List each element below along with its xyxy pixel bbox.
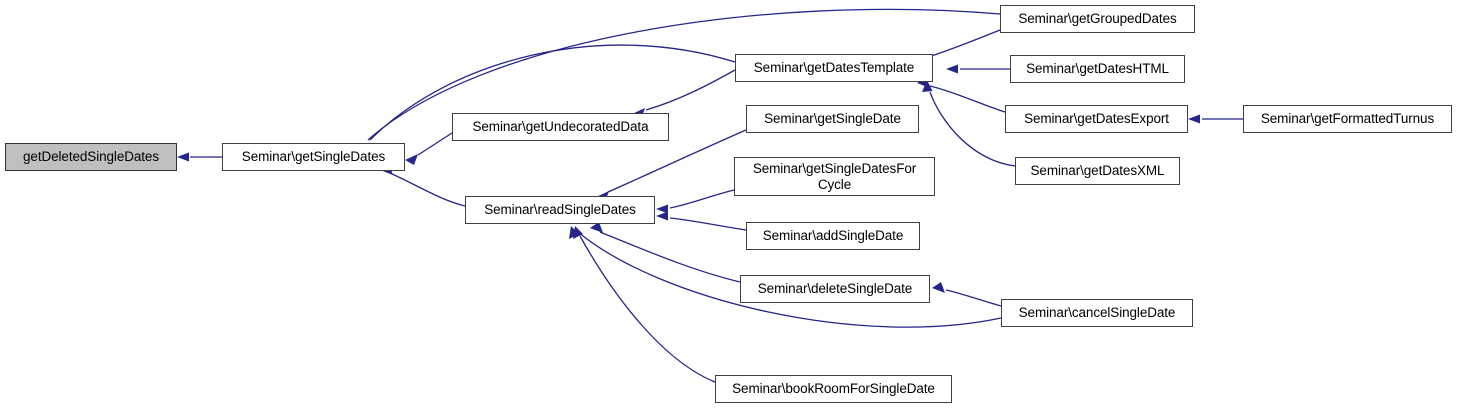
graph-node-n7[interactable]: Seminar\addSingleDate: [746, 222, 920, 250]
graph-edge-n10-to-n1: [367, 8, 1001, 141]
graph-edge-n6-to-n3: [669, 189, 735, 209]
graph-node-n9[interactable]: Seminar\bookRoomForSingleDate: [715, 375, 952, 403]
graph-arrowhead-n14-to-n8: [932, 282, 945, 293]
graph-edge-n14-to-n3: [577, 231, 1002, 328]
graph-node-n10[interactable]: Seminar\getGroupedDates: [1000, 5, 1195, 33]
graph-arrowhead-n8-to-n3: [590, 222, 603, 233]
graph-node-n15[interactable]: Seminar\getFormattedTurnus: [1243, 105, 1452, 133]
graph-edge-n3-to-n1: [391, 173, 466, 207]
graph-node-n11[interactable]: Seminar\getDatesHTML: [1010, 55, 1185, 83]
graph-edge-n9-to-n3: [579, 235, 716, 383]
graph-arrowhead-n14-to-n3: [569, 226, 579, 239]
graph-edge-n2-to-n1: [417, 132, 453, 156]
graph-arrowhead-n11-to-n4: [946, 64, 958, 74]
graph-node-n13[interactable]: Seminar\getDatesXML: [1015, 157, 1180, 185]
graph-edge-n4-to-n2: [645, 69, 736, 111]
graph-arrowhead-n7-to-n3: [656, 211, 668, 221]
graph-edge-n7-to-n3: [669, 217, 747, 231]
graph-node-n12[interactable]: Seminar\getDatesExport: [1005, 105, 1188, 133]
graph-edge-n14-to-n8: [945, 289, 1002, 307]
graph-edge-n13-to-n4: [929, 91, 1016, 167]
graph-arrowhead-n13-to-n4: [922, 80, 933, 92]
graph-node-n4[interactable]: Seminar\getDatesTemplate: [735, 54, 933, 82]
graph-node-n2[interactable]: Seminar\getUndecoratedData: [452, 113, 669, 141]
graph-arrowhead-n6-to-n3: [656, 204, 668, 214]
graph-node-n0[interactable]: getDeletedSingleDates: [5, 143, 177, 171]
graph-node-n14[interactable]: Seminar\cancelSingleDate: [1001, 299, 1193, 327]
graph-edge-n4-to-n1: [369, 44, 736, 141]
graph-node-n5[interactable]: Seminar\getSingleDate: [746, 105, 919, 133]
graph-edge-n8-to-n3: [599, 231, 741, 283]
graph-node-n8[interactable]: Seminar\deleteSingleDate: [740, 275, 930, 303]
graph-arrowhead-n1-to-n0: [177, 152, 189, 162]
graph-edge-n12-to-n4: [929, 85, 1006, 113]
graph-node-n3[interactable]: Seminar\readSingleDates: [465, 196, 655, 224]
graph-edge-n5-to-n3: [607, 129, 747, 193]
graph-node-n1[interactable]: Seminar\getSingleDates: [222, 143, 405, 171]
graph-arrowhead-n15-to-n12: [1188, 114, 1200, 124]
graph-arrowhead-n2-to-n1: [405, 154, 418, 165]
graph-node-n6[interactable]: Seminar\getSingleDatesFor Cycle: [734, 157, 935, 196]
